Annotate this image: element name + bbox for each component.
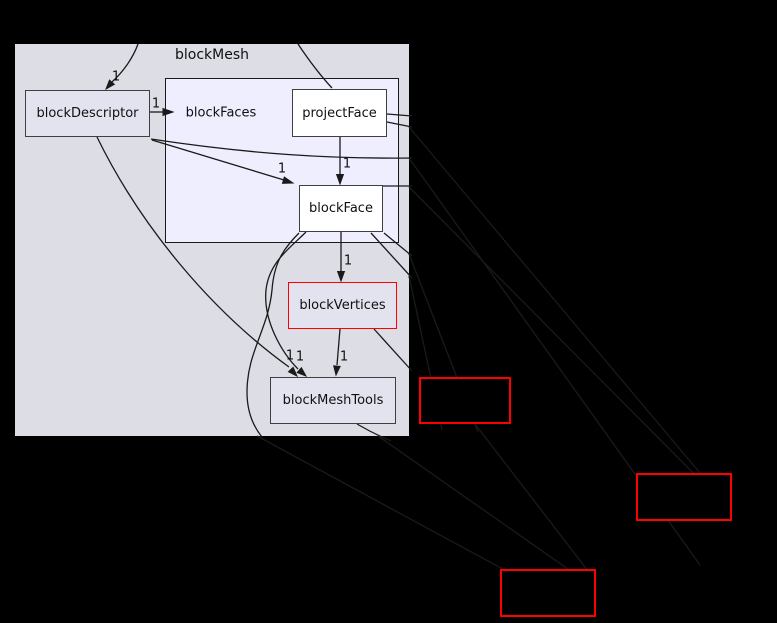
edge-label: 1 (285, 348, 295, 364)
external-node-box-1[interactable] (419, 377, 511, 424)
node-projectface[interactable]: projectFace (292, 89, 387, 137)
node-blockmeshtools[interactable]: blockMeshTools (270, 377, 396, 424)
external-node-box-3[interactable] (500, 569, 596, 617)
edge-label: 1 (339, 349, 349, 365)
cluster-title-blockmesh[interactable]: blockMesh (174, 47, 250, 63)
edge-label: 1 (343, 253, 353, 269)
node-blockface[interactable]: blockFace (299, 185, 383, 232)
node-blockdescriptor[interactable]: blockDescriptor (25, 90, 150, 137)
edge-label: 1 (277, 161, 287, 177)
edge-hidden-8 (474, 423, 596, 581)
node-blockvertices[interactable]: blockVertices (288, 282, 397, 329)
edge-label: 1 (342, 156, 352, 172)
external-node-box-2[interactable] (636, 473, 732, 521)
edge-hidden-7 (377, 435, 596, 589)
edge-label: 1 (295, 349, 305, 365)
edge-label: 1 (151, 96, 161, 112)
cluster-label-blockfaces[interactable]: blockFaces (185, 105, 257, 121)
edge-label: 1 (111, 69, 121, 85)
edge-hidden-4 (408, 186, 721, 501)
